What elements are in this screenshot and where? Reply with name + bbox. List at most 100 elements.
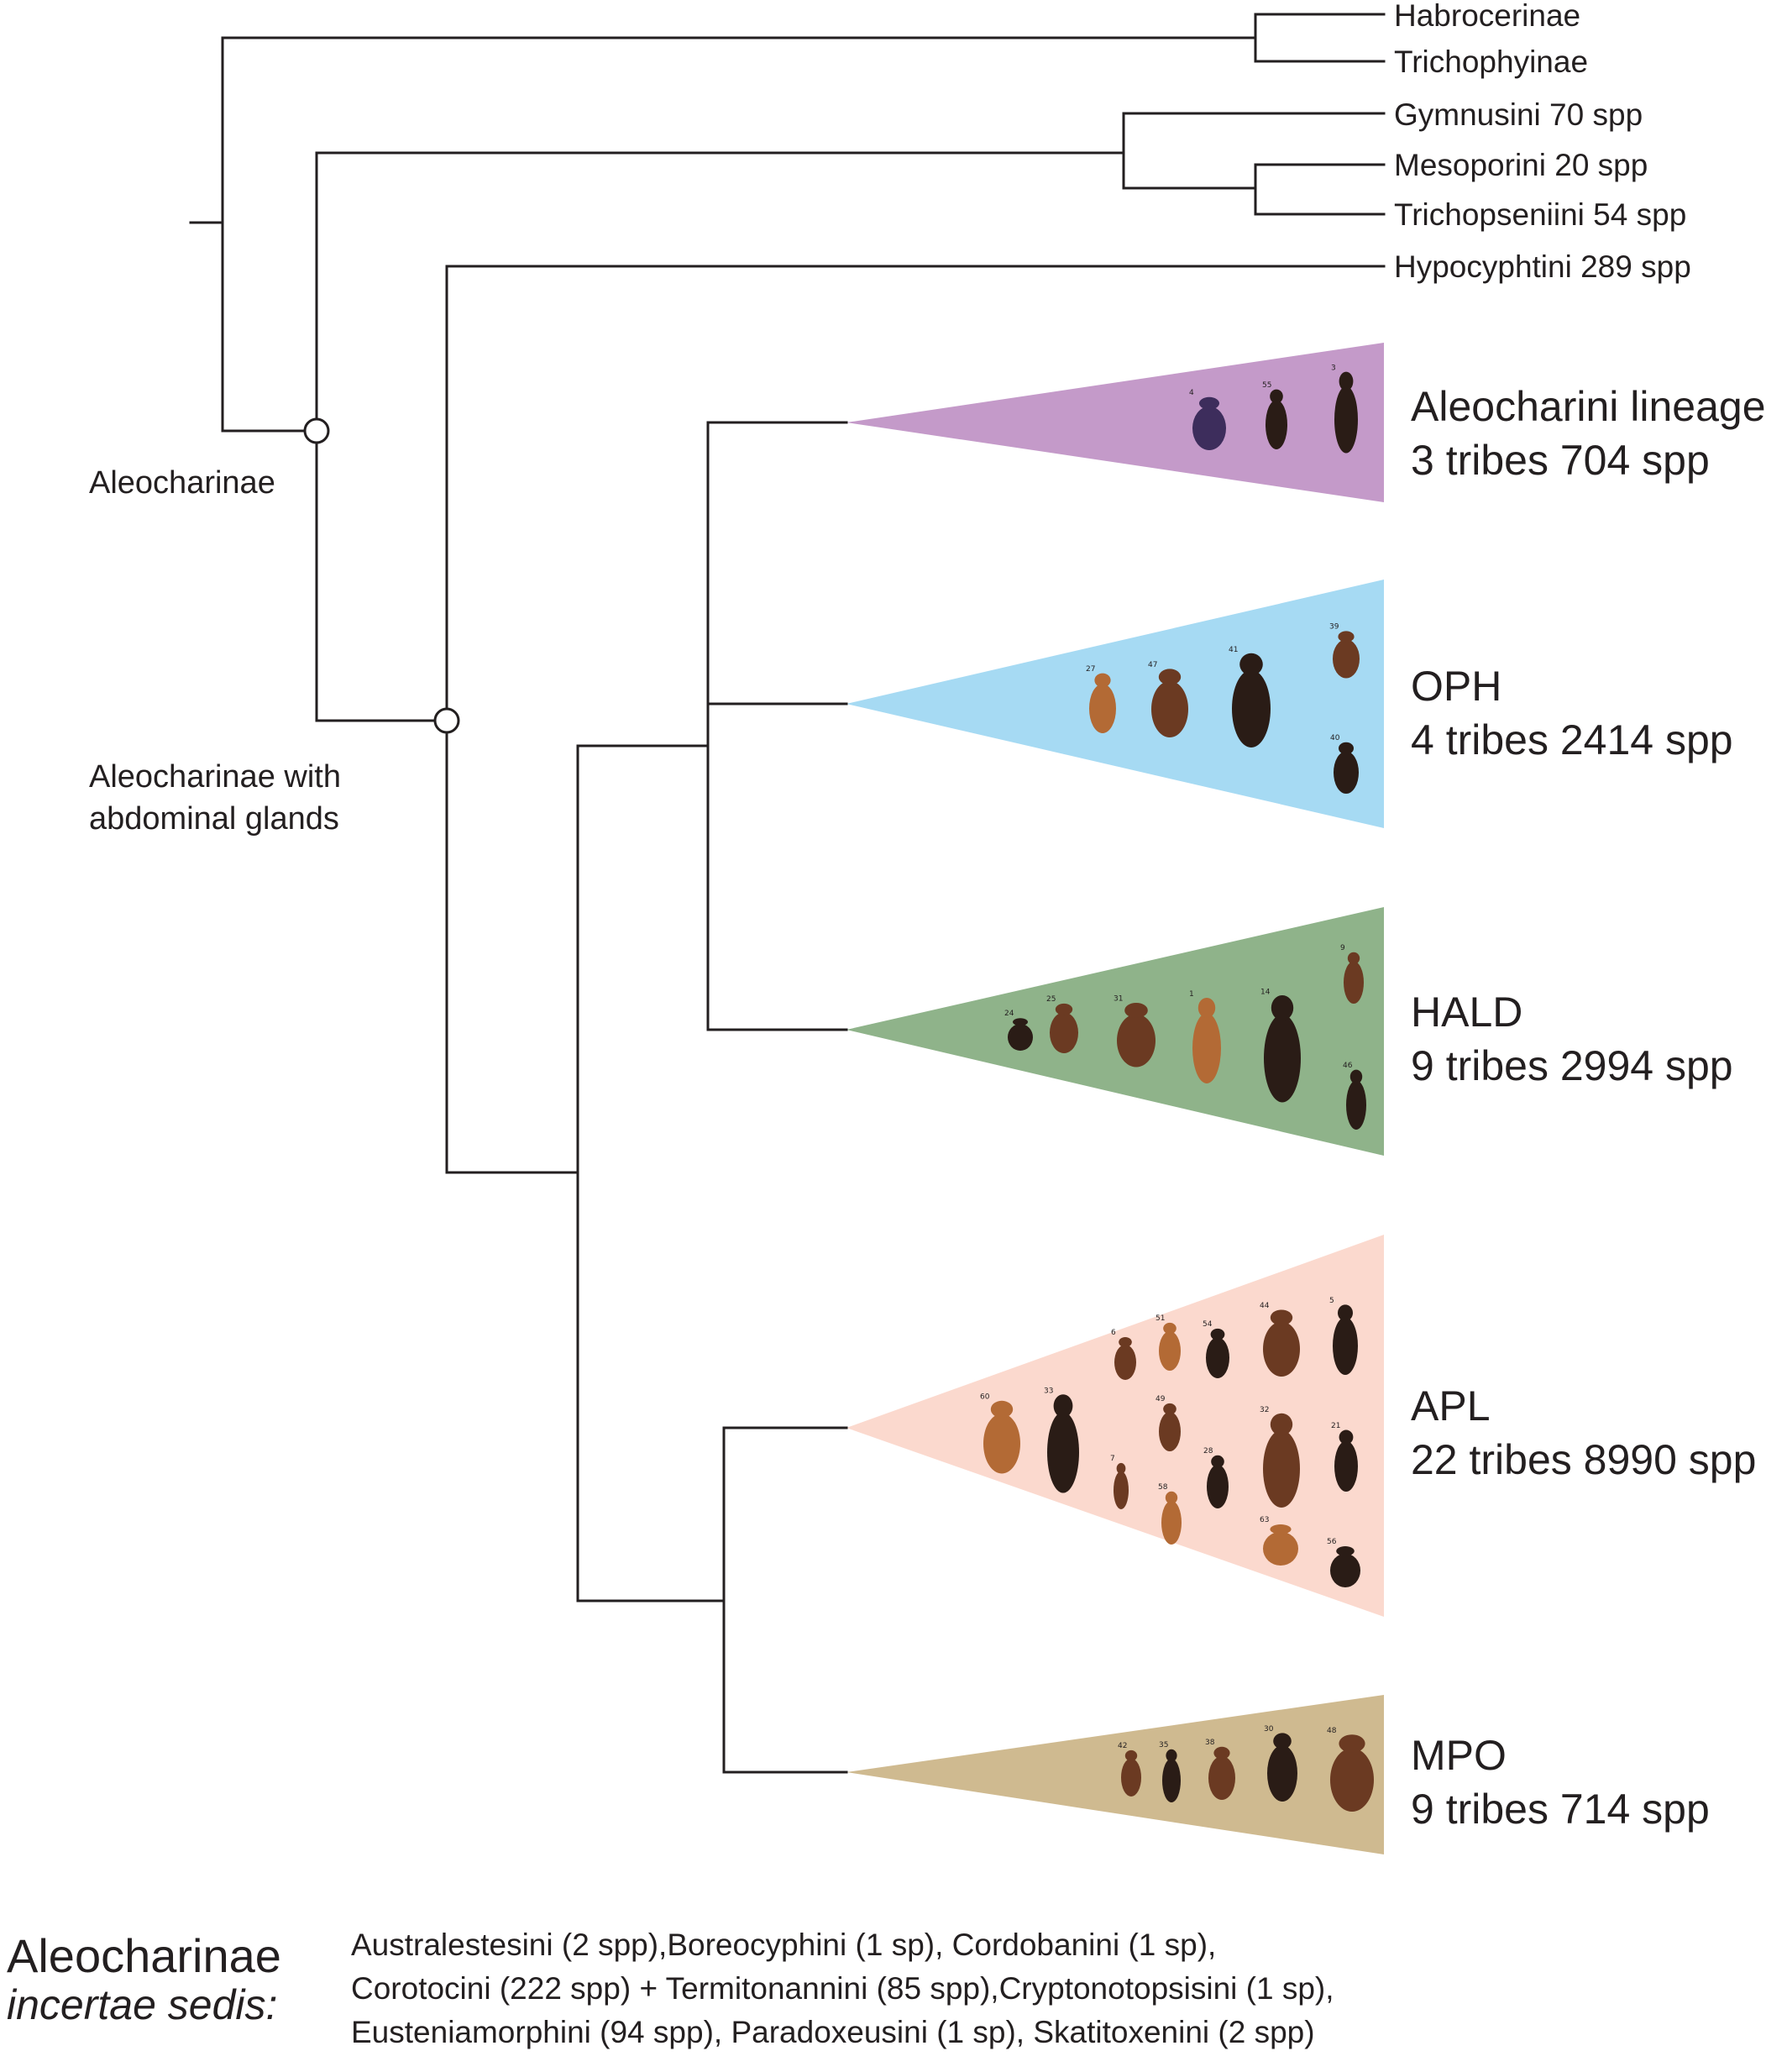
beetle-head (1124, 1003, 1148, 1018)
beetle-body (1334, 751, 1359, 794)
specimen-number: 5 (1329, 1297, 1334, 1305)
specimen-beetle: 33 (1044, 1387, 1079, 1493)
clade-label-aleocharini: Aleocharini lineage 3 tribes 704 spp (1411, 380, 1766, 487)
specimen-beetle: 31 (1114, 995, 1156, 1067)
clade-triangle-aleocharini (846, 343, 1384, 502)
leaf-trichopseniini: Trichopseniini 54 spp (1394, 197, 1687, 232)
specimen-beetle: 63 (1260, 1516, 1298, 1566)
beetle-body (1330, 1748, 1374, 1812)
leaf-mesoporini: Mesoporini 20 spp (1394, 148, 1648, 182)
beetle-body (1333, 639, 1360, 679)
specimen-beetle: 25 (1046, 995, 1078, 1053)
beetle-body (1346, 1080, 1366, 1130)
beetle-head (1270, 1309, 1293, 1326)
beetle-head (1055, 1003, 1073, 1015)
clade-name: APL (1411, 1382, 1491, 1429)
specimen-beetle: 30 (1264, 1725, 1297, 1802)
beetle-head (1339, 1429, 1354, 1445)
beetle-body (1206, 1337, 1229, 1378)
beetle-head (1338, 631, 1355, 643)
beetle-body (1263, 1531, 1298, 1566)
specimen-beetle: 56 (1327, 1538, 1360, 1587)
specimen-beetle: 46 (1343, 1062, 1366, 1130)
specimen-number: 40 (1330, 734, 1340, 742)
clade-name: HALD (1411, 989, 1523, 1036)
beetle-body (1263, 1321, 1300, 1377)
specimen-beetle: 38 (1205, 1739, 1235, 1800)
specimen-number: 6 (1111, 1329, 1116, 1337)
specimen-beetle: 35 (1159, 1741, 1181, 1802)
specimen-beetle: 28 (1203, 1447, 1229, 1508)
specimen-number: 32 (1260, 1406, 1269, 1414)
beetle-body (1263, 1429, 1300, 1508)
specimen-beetle: 21 (1331, 1422, 1358, 1492)
clade-label-oph: OPH 4 tribes 2414 spp (1411, 659, 1733, 767)
specimen-beetle: 14 (1260, 989, 1301, 1103)
beetle-body (1161, 1500, 1182, 1545)
incertae-title: Aleocharinae (7, 1929, 281, 1982)
beetle-head (1119, 1337, 1132, 1347)
beetle-head (1270, 1524, 1292, 1534)
specimen-beetle: 7 (1110, 1455, 1129, 1509)
specimen-beetle: 24 (1004, 1010, 1033, 1052)
beetle-body (1089, 684, 1116, 733)
specimen-number: 39 (1329, 623, 1339, 632)
specimen-beetle: 1 (1189, 990, 1221, 1083)
specimen-beetle: 54 (1203, 1320, 1229, 1378)
beetle-head (1239, 653, 1263, 676)
beetle-head (1053, 1394, 1073, 1418)
specimen-beetle: 5 (1329, 1297, 1358, 1376)
specimen-number: 35 (1159, 1741, 1168, 1749)
beetle-body (1232, 669, 1271, 747)
beetle-head (1124, 1749, 1138, 1761)
clade-triangle-mpo (846, 1695, 1384, 1854)
beetle-body (1333, 1317, 1358, 1376)
specimen-number: 30 (1264, 1725, 1274, 1734)
clade-stats: 3 tribes 704 spp (1411, 437, 1710, 484)
specimen-beetle: 44 (1260, 1302, 1300, 1377)
specimen-number: 54 (1203, 1320, 1213, 1329)
specimen-number: 21 (1331, 1422, 1340, 1430)
node-label-line-1: Aleocharinae with (89, 759, 341, 795)
specimen-number: 60 (980, 1393, 990, 1402)
beetle-head (1094, 673, 1111, 688)
beetle-body (1334, 1440, 1358, 1492)
beetle-body (1117, 1014, 1156, 1067)
beetle-head (1339, 371, 1354, 391)
clade-label-hald: HALD 9 tribes 2994 spp (1411, 985, 1733, 1093)
beetle-body (1344, 961, 1364, 1005)
beetle-head (1270, 1413, 1293, 1436)
specimen-beetle: 60 (980, 1393, 1020, 1474)
specimen-number: 14 (1260, 989, 1271, 997)
leaf-hypocyphtini: Hypocyphtini 289 spp (1394, 249, 1691, 284)
beetle-head (1197, 998, 1216, 1018)
specimen-number: 33 (1044, 1387, 1053, 1396)
specimen-beetle: 27 (1086, 665, 1116, 733)
beetle-head (1013, 1018, 1028, 1026)
specimen-beetle: 48 (1327, 1727, 1374, 1812)
specimen-number: 41 (1229, 646, 1238, 654)
leaf-habrocerinae: Habrocerinae (1394, 0, 1581, 33)
specimen-number: 24 (1004, 1010, 1014, 1018)
specimen-number: 3 (1331, 365, 1336, 373)
beetle-head (1271, 995, 1294, 1020)
specimen-number: 49 (1156, 1395, 1166, 1403)
specimen-number: 1 (1189, 990, 1194, 999)
specimen-number: 25 (1046, 995, 1056, 1004)
specimen-number: 31 (1114, 995, 1123, 1004)
beetle-head (990, 1400, 1014, 1419)
specimen-beetle: 55 (1262, 381, 1287, 449)
beetle-body (1267, 1744, 1297, 1802)
beetle-body (1114, 1345, 1136, 1380)
specimen-beetle: 4 (1189, 389, 1226, 450)
specimen-number: 42 (1118, 1742, 1127, 1750)
beetle-head (1339, 1734, 1365, 1753)
beetle-head (1270, 389, 1283, 404)
beetle-head (1163, 1403, 1176, 1415)
beetle-head (1338, 1304, 1353, 1322)
beetle-body (1207, 1464, 1229, 1508)
specimen-beetle: 41 (1229, 646, 1271, 747)
specimen-beetle: 42 (1118, 1742, 1141, 1797)
